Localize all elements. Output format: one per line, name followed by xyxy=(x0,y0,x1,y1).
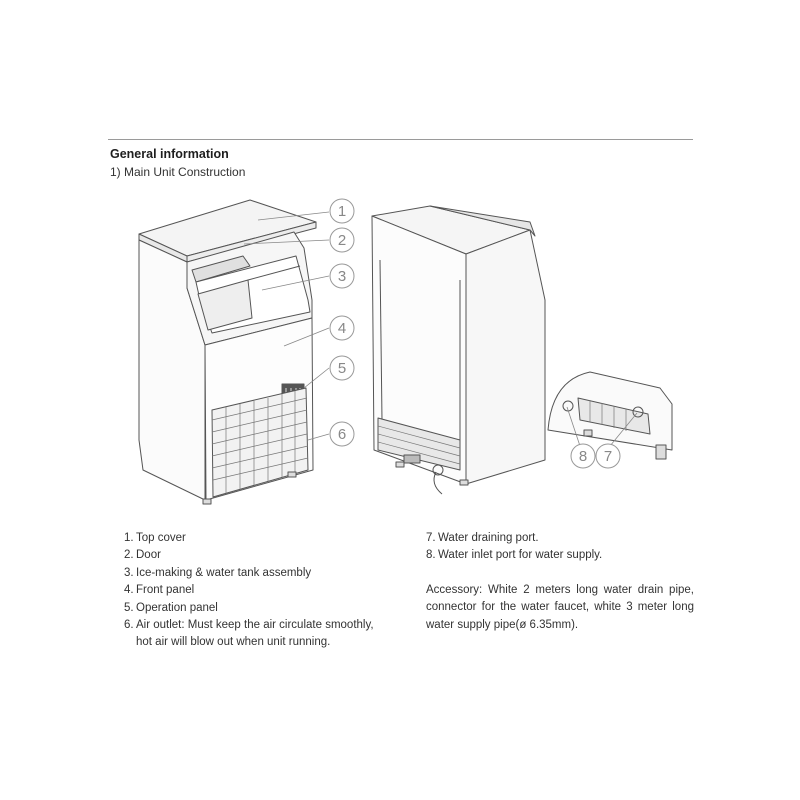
front-view-unit xyxy=(138,199,317,505)
list-item: 2.Door xyxy=(124,549,161,562)
rear-port-detail xyxy=(547,371,673,460)
callout-2 xyxy=(329,227,355,253)
list-item: 8.Water inlet port for water supply. xyxy=(426,549,603,562)
list-item: 3.Ice-making & water tank assembly xyxy=(124,566,312,579)
callout-7-label: 7 xyxy=(604,448,612,465)
section-subtitle: 1) Main Unit Construction xyxy=(110,165,246,179)
callout-8-label: 8 xyxy=(579,448,587,465)
list-item: 1.Top cover xyxy=(124,532,186,544)
parts-list-left: 1.Top cover 2.Door 3.Ice-making & water … xyxy=(124,530,392,652)
callout-6 xyxy=(329,421,355,447)
callout-6-label: 6 xyxy=(338,426,346,443)
callout-3-label: 3 xyxy=(338,268,346,285)
list-item: 6.Air outlet: Must keep the air circulat… xyxy=(124,619,374,649)
callout-8 xyxy=(570,443,596,469)
accessory-note: Accessory: White 2 meters long water dra… xyxy=(426,583,694,631)
callout-3 xyxy=(329,263,355,289)
callout-7 xyxy=(595,443,621,469)
callout-5-label: 5 xyxy=(338,360,346,377)
callout-1 xyxy=(329,198,355,224)
callout-2-label: 2 xyxy=(338,232,346,249)
callout-1-label: 1 xyxy=(338,203,346,220)
callout-5 xyxy=(329,355,355,381)
callout-4 xyxy=(329,315,355,341)
parts-list-right: 7.Water draining port. 8.Water inlet por… xyxy=(426,530,694,634)
header-divider xyxy=(108,139,693,140)
rear-view-unit xyxy=(371,205,546,495)
list-item: 4.Front panel xyxy=(124,584,195,597)
callout-4-label: 4 xyxy=(338,320,346,337)
list-item: 7.Water draining port. xyxy=(426,532,539,544)
section-title: General information xyxy=(110,147,229,161)
list-item: 5.Operation panel xyxy=(124,601,218,614)
